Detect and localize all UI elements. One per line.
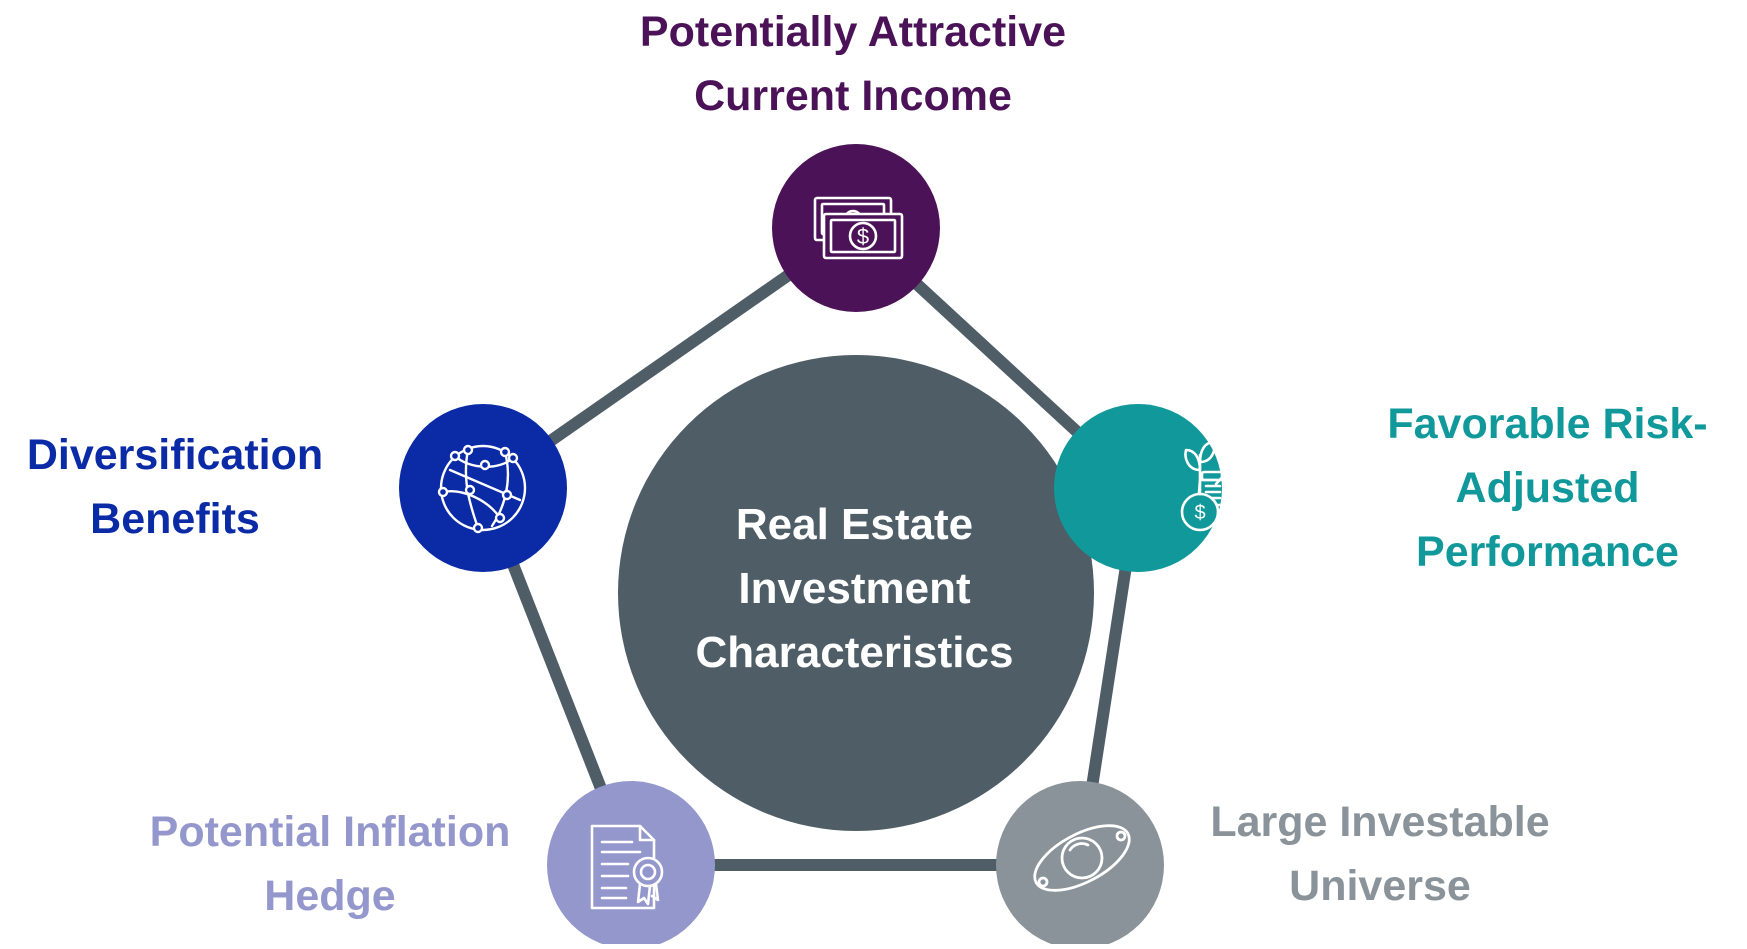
node-income: $: [772, 144, 940, 312]
label-line: Potentially Attractive: [639, 8, 1067, 56]
label-line: Universe: [1289, 862, 1471, 910]
money-bills-icon: $: [813, 196, 904, 260]
center-title-line: Characteristics: [695, 628, 1014, 677]
label-income: Potentially Attractive Current Income: [573, 0, 1133, 128]
label-line: Current Income: [694, 72, 1012, 120]
svg-text:$: $: [857, 224, 869, 249]
label-line: Hedge: [264, 872, 396, 920]
node-inflation-circle: [547, 781, 715, 949]
certificate-document-icon: [590, 824, 664, 910]
planet-orbit-icon: [1033, 824, 1131, 892]
node-universe-circle: [996, 781, 1164, 949]
global-network-icon: [437, 444, 527, 534]
center-circle: [618, 355, 1094, 831]
svg-text:$: $: [1194, 502, 1205, 524]
label-line: Performance: [1416, 528, 1679, 576]
node-risk-circle: [1054, 404, 1222, 572]
label-risk: Favorable Risk- Adjusted Performance: [1360, 392, 1735, 584]
node-diversification: [399, 404, 567, 572]
label-line: Adjusted: [1455, 464, 1640, 512]
center-title: Real Estate Investment Characteristics: [617, 493, 1092, 685]
node-risk: $: [1054, 404, 1272, 572]
center-title-line: Investment: [738, 564, 971, 613]
label-line: Diversification: [26, 431, 324, 479]
label-universe: Large Investable Universe: [1170, 790, 1590, 918]
node-diversification-circle: [399, 404, 567, 572]
label-line: Large Investable: [1210, 798, 1550, 846]
label-diversification: Diversification Benefits: [0, 423, 350, 551]
label-line: Favorable Risk-: [1387, 400, 1708, 448]
label-line: Benefits: [90, 495, 260, 543]
center-title-line: Real Estate: [735, 500, 974, 549]
label-inflation: Potential Inflation Hedge: [105, 800, 555, 928]
node-inflation: [547, 781, 715, 949]
growth-investment-icon: $: [1180, 440, 1272, 532]
node-universe: [996, 781, 1164, 949]
label-line: Potential Inflation: [149, 808, 511, 856]
